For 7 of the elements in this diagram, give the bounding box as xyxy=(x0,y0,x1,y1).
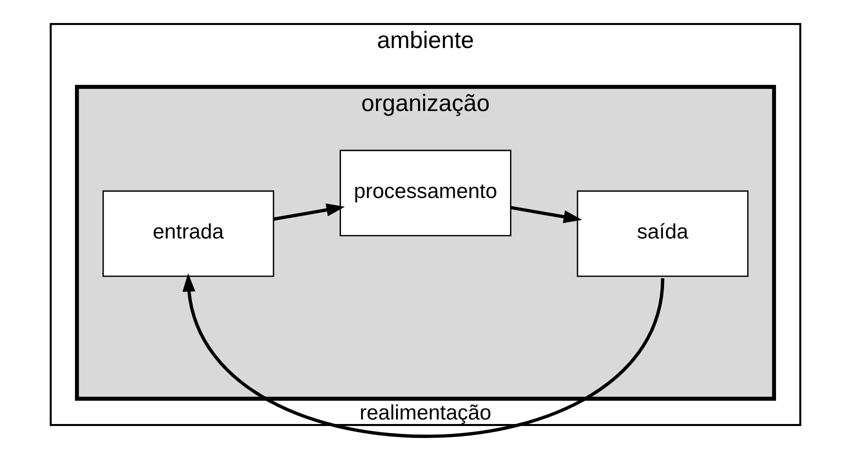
arrow xyxy=(182,273,664,438)
node-box: saída xyxy=(576,190,749,277)
arrow xyxy=(510,206,582,224)
node-box: processamento xyxy=(340,150,512,236)
edge-label: realimentação xyxy=(360,401,492,424)
arrow xyxy=(273,204,345,221)
node-box: entrada xyxy=(102,190,274,277)
